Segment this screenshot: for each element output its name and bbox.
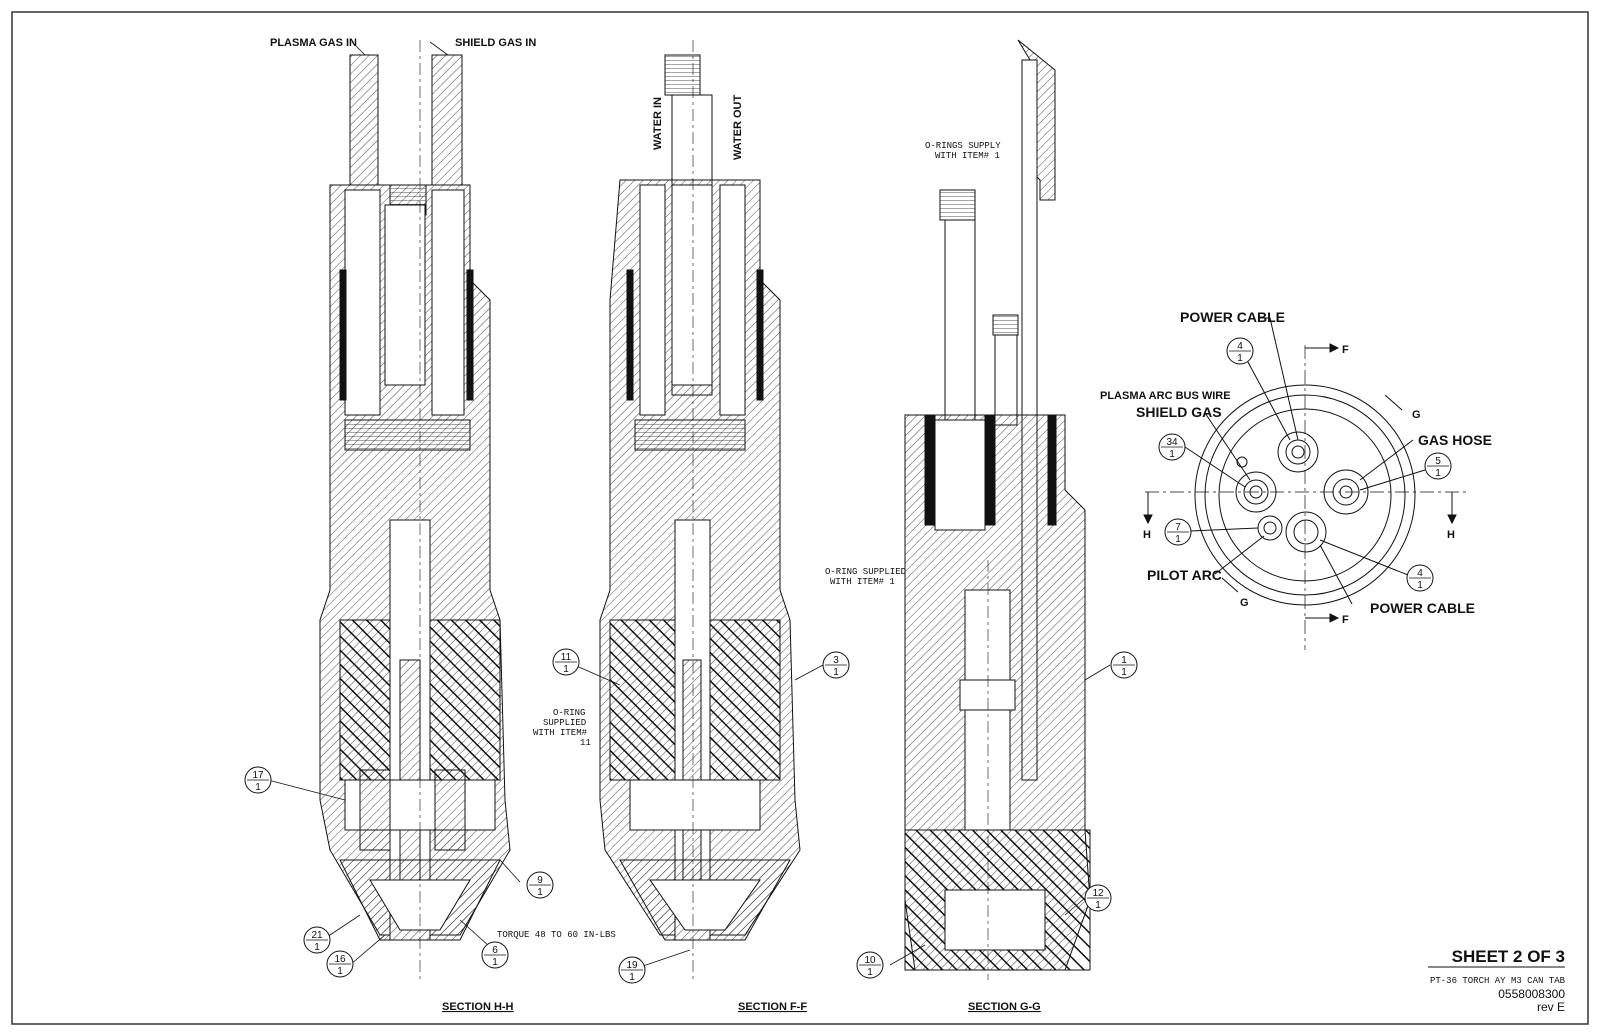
callout-1: 11 <box>1110 651 1138 679</box>
callout-item-number: 17 <box>252 770 264 781</box>
pilot-arc-label: PILOT ARC <box>1147 567 1222 583</box>
section-gg-drawing <box>904 39 1091 980</box>
drawing-description: PT-36 TORCH AY M3 CAN TAB <box>1430 976 1566 986</box>
callout-item-number: 34 <box>1166 437 1178 448</box>
callout-item-number: 16 <box>334 954 346 965</box>
oring-ff-label-3: WITH ITEM# <box>533 728 588 738</box>
callout-item-number: 9 <box>537 875 543 886</box>
callout-item-number: 4 <box>1237 341 1243 352</box>
orings-supply-label-2: WITH ITEM# 1 <box>935 151 1000 161</box>
callout-quantity: 1 <box>255 782 261 793</box>
callout-quantity: 1 <box>1095 900 1101 911</box>
power-cable-bottom-label: POWER CABLE <box>1370 600 1475 616</box>
callout-item-number: 19 <box>626 960 638 971</box>
callout-11: 111 <box>552 648 580 676</box>
callout-9: 91 <box>526 871 554 899</box>
callout-21: 211 <box>303 926 331 954</box>
section-g-marker-bottom: G <box>1240 597 1249 609</box>
shield-gas-in-label: SHIELD GAS IN <box>455 37 536 49</box>
callout-quantity: 1 <box>537 887 543 898</box>
callout-quantity: 1 <box>492 957 498 968</box>
callout-6: 61 <box>481 941 509 969</box>
end-view-drawing <box>1143 317 1470 650</box>
callout-quantity: 1 <box>1417 580 1423 591</box>
callout-16: 161 <box>326 950 354 978</box>
gas-hose-label: GAS HOSE <box>1418 432 1492 448</box>
callout-quantity: 1 <box>1175 534 1181 545</box>
section-f-marker-bottom: F <box>1342 614 1349 626</box>
section-gg-title: SECTION G-G <box>968 1001 1041 1013</box>
section-g-marker-top: G <box>1412 409 1421 421</box>
callout-item-number: 7 <box>1175 522 1181 533</box>
section-f-marker-top: F <box>1342 344 1349 356</box>
callout-10: 101 <box>856 951 884 979</box>
oring-ff-label-1: O-RING <box>553 708 585 718</box>
power-cable-top-label: POWER CABLE <box>1180 309 1285 325</box>
callout-item-number: 21 <box>311 930 323 941</box>
callout-34: 341 <box>1158 433 1186 461</box>
callout-quantity: 1 <box>337 966 343 977</box>
shield-gas-label: SHIELD GAS <box>1136 404 1222 420</box>
callout-12: 121 <box>1084 884 1112 912</box>
callout-item-number: 6 <box>492 945 498 956</box>
callout-3: 31 <box>822 651 850 679</box>
callout-quantity: 1 <box>1435 468 1441 479</box>
oring-ff-label-4: 11 <box>580 738 591 748</box>
callout-quantity: 1 <box>563 664 569 675</box>
callout-quantity: 1 <box>867 967 873 978</box>
plasma-gas-in-label: PLASMA GAS IN <box>270 37 357 49</box>
callout-5: 51 <box>1424 452 1452 480</box>
callout-4: 41 <box>1406 564 1434 592</box>
revision: rev E <box>1537 1000 1565 1014</box>
callout-quantity: 1 <box>314 942 320 953</box>
callout-item-number: 4 <box>1417 568 1423 579</box>
title-block: SHEET 2 OF 3 PT-36 TORCH AY M3 CAN TAB 0… <box>1428 947 1566 1014</box>
orings-supply-label: O-RINGS SUPPLY <box>925 141 1001 151</box>
torque-note: TORQUE 48 TO 60 IN-LBS <box>497 930 616 940</box>
callout-quantity: 1 <box>1121 667 1127 678</box>
callout-item-number: 12 <box>1092 888 1104 899</box>
section-hh-drawing <box>319 40 511 980</box>
oring-ff-label-2: SUPPLIED <box>543 718 586 728</box>
section-ff-drawing <box>599 40 801 980</box>
part-number: 0558008300 <box>1498 987 1565 1001</box>
callout-7: 71 <box>1164 518 1192 546</box>
callout-item-number: 1 <box>1121 655 1127 666</box>
oring-supplied-label-2: WITH ITEM# 1 <box>830 577 895 587</box>
callout-item-number: 5 <box>1435 456 1441 467</box>
plasma-arc-bus-label: PLASMA ARC BUS WIRE <box>1100 390 1231 402</box>
sheet-border <box>11 11 1589 1025</box>
section-h-marker-right: H <box>1447 529 1455 541</box>
oring-supplied-label: O-RING SUPPLIED <box>825 567 906 577</box>
callout-item-number: 3 <box>833 655 839 666</box>
callout-quantity: 1 <box>1169 449 1175 460</box>
section-ff-title: SECTION F-F <box>738 1001 807 1013</box>
callout-4: 41 <box>1226 337 1254 365</box>
callout-quantity: 1 <box>629 972 635 983</box>
callout-quantity: 1 <box>833 667 839 678</box>
sheet-number: SHEET 2 OF 3 <box>1452 947 1565 966</box>
callout-17: 171 <box>244 766 272 794</box>
water-in-label: WATER IN <box>652 97 664 150</box>
water-out-label: WATER OUT <box>732 95 744 160</box>
section-h-marker-left: H <box>1143 529 1151 541</box>
callout-item-number: 11 <box>561 652 572 663</box>
callout-quantity: 1 <box>1237 353 1243 364</box>
callout-item-number: 10 <box>864 955 876 966</box>
section-hh-title: SECTION H-H <box>442 1001 514 1013</box>
callout-19: 191 <box>618 956 646 984</box>
